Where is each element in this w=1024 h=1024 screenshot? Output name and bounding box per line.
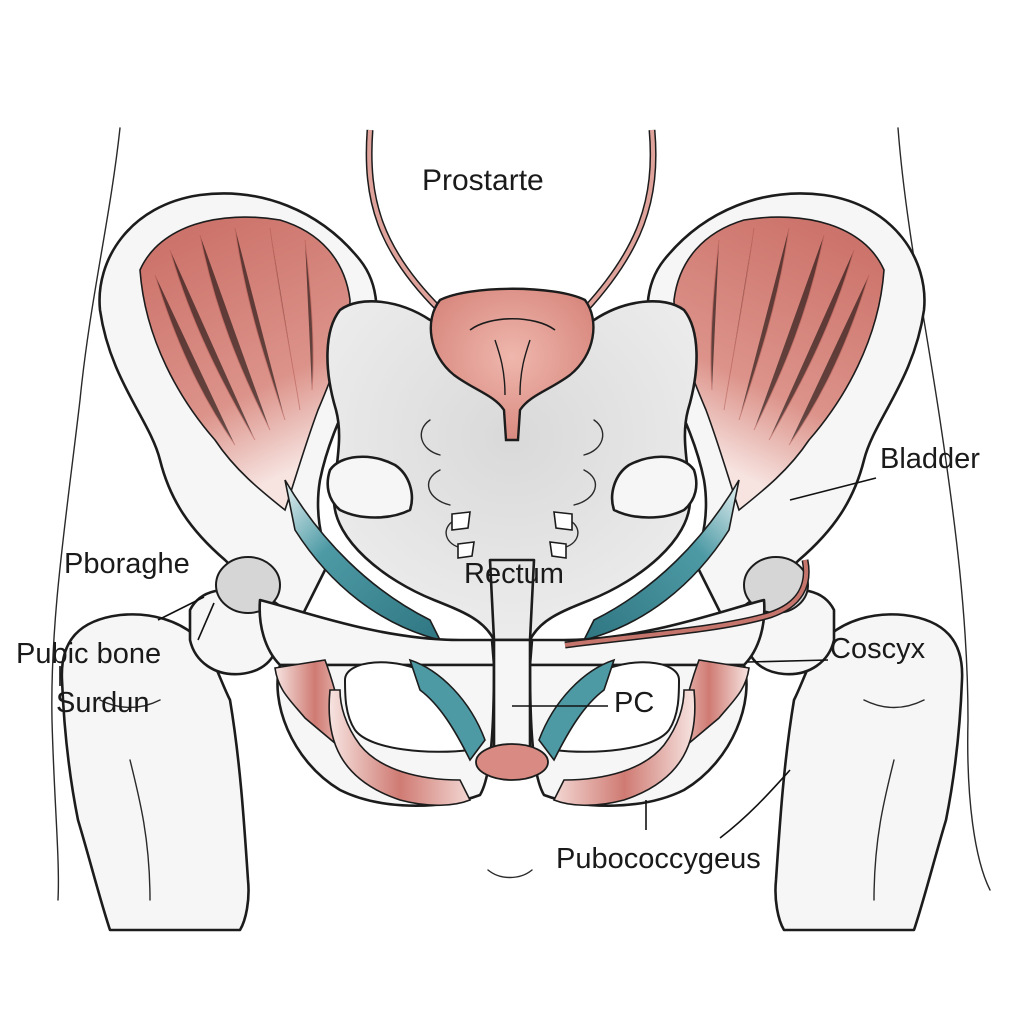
leader-lines <box>59 477 877 839</box>
sacrum <box>326 300 698 642</box>
label-coccyx: Coscyx <box>830 633 926 665</box>
label-pc: PC <box>614 687 654 719</box>
label-rectum: Rectum <box>464 558 564 590</box>
label-pboraghe: Pboraghe <box>64 548 190 580</box>
pudendal-vessel <box>564 559 810 649</box>
label-surdun: Surdun <box>56 687 150 719</box>
label-pubococcygeus: Pubococcygeus <box>556 843 761 875</box>
label-prostate: Prostarte <box>422 164 544 197</box>
label-bladder: Bladder <box>880 443 980 475</box>
teal-tendons <box>284 479 740 642</box>
ureters <box>365 129 657 313</box>
prostate-organ <box>429 287 595 442</box>
pelvic-floor-muscles <box>274 658 750 807</box>
label-pubic-bone: Pubic bone <box>16 638 161 670</box>
